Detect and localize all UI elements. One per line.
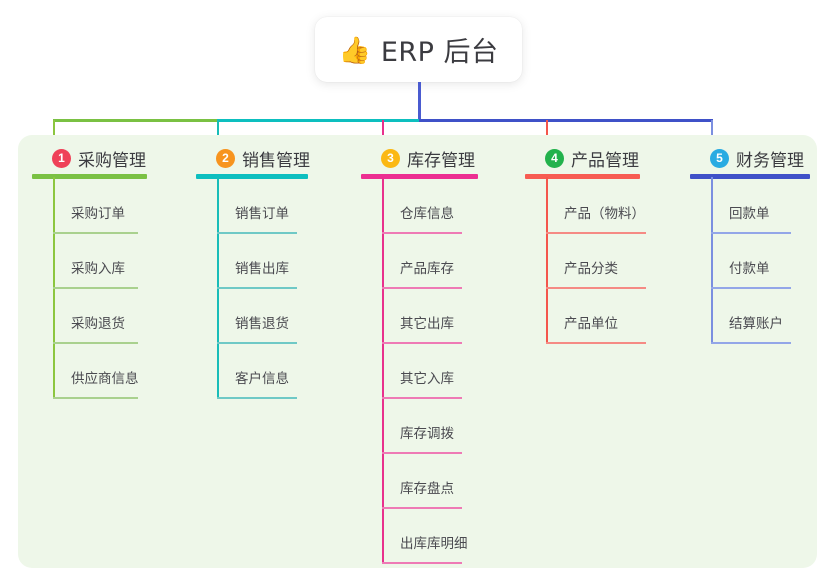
leaf-rule xyxy=(217,397,297,399)
leaf-label: 结算账户 xyxy=(729,316,783,332)
root-connector xyxy=(418,82,421,120)
column-2: 2 销售管理销售订单销售出库销售退货客户信息 xyxy=(196,146,310,399)
column-badge-3: 3 xyxy=(381,148,400,168)
column-spine-3 xyxy=(382,177,384,564)
column-header-2[interactable]: 2 销售管理 xyxy=(216,146,310,171)
column-4: 4 产品管理产品（物料） 产品分类产品单位 xyxy=(525,146,646,344)
column-spine-5 xyxy=(711,177,713,344)
column-5: 5 财务管理回款单付款单结算账户 xyxy=(690,146,810,344)
leaf-rule xyxy=(546,232,646,234)
leaf-label: 采购退货 xyxy=(71,316,125,332)
leaf-rule xyxy=(382,342,462,344)
leaf-label: 出库库明细 xyxy=(400,536,468,552)
column-badge-1: 1 xyxy=(52,148,71,168)
leaf-rule xyxy=(546,342,646,344)
leaf-label: 其它入库 xyxy=(400,371,454,387)
leaf-label: 采购入库 xyxy=(71,261,125,277)
leaf-rule xyxy=(382,232,462,234)
root-title: ERP 后台 xyxy=(380,37,499,68)
leaf-rule xyxy=(382,397,462,399)
leaf-rule xyxy=(53,342,138,344)
connector-segment-2 xyxy=(217,119,421,122)
column-title-3: 库存管理 xyxy=(407,150,475,171)
leaf-label: 产品（物料） xyxy=(564,206,645,222)
leaf-label: 产品单位 xyxy=(564,316,618,332)
column-header-4[interactable]: 4 产品管理 xyxy=(545,146,639,171)
column-title-2: 销售管理 xyxy=(242,150,310,171)
column-title-5: 财务管理 xyxy=(736,150,804,171)
column-spine-4 xyxy=(546,177,548,344)
column-badge-4: 4 xyxy=(545,148,564,168)
leaf-rule xyxy=(382,507,462,509)
column-header-3[interactable]: 3 库存管理 xyxy=(381,146,475,171)
leaf-rule xyxy=(711,287,791,289)
leaf-label: 付款单 xyxy=(729,261,770,277)
leaf-rule xyxy=(217,342,297,344)
column-rule-4 xyxy=(525,174,640,179)
leaf-label: 采购订单 xyxy=(71,206,125,222)
leaf-rule xyxy=(382,287,462,289)
leaf-label: 供应商信息 xyxy=(71,371,139,387)
leaf-rule xyxy=(217,232,297,234)
leaf-label: 销售订单 xyxy=(235,206,289,222)
leaf-label: 回款单 xyxy=(729,206,770,222)
leaf-rule xyxy=(711,342,791,344)
column-rule-3 xyxy=(361,174,478,179)
leaf-rule xyxy=(53,232,138,234)
column-rule-1 xyxy=(32,174,147,179)
column-rule-2 xyxy=(196,174,308,179)
column-rule-5 xyxy=(690,174,810,179)
leaf-rule xyxy=(53,287,138,289)
leaf-label: 库存盘点 xyxy=(400,481,454,497)
leaf-rule xyxy=(382,452,462,454)
leaf-rule xyxy=(217,287,297,289)
leaf-label: 产品库存 xyxy=(400,261,454,277)
leaf-label: 客户信息 xyxy=(235,371,289,387)
leaf-label: 产品分类 xyxy=(564,261,618,277)
thumbs-up-icon: 👍 xyxy=(338,34,371,65)
leaf-label: 销售出库 xyxy=(235,261,289,277)
column-header-1[interactable]: 1 采购管理 xyxy=(52,146,146,171)
leaf-rule xyxy=(382,562,462,564)
leaf-label: 销售退货 xyxy=(235,316,289,332)
connector-segment-3 xyxy=(419,119,713,122)
column-title-1: 采购管理 xyxy=(78,150,146,171)
column-badge-2: 2 xyxy=(216,148,235,168)
column-3: 3 库存管理仓库信息产品库存其它出库其它入库库存调拨库存盘点出库库明细 xyxy=(361,146,478,564)
leaf-rule xyxy=(711,232,791,234)
diagram-panel xyxy=(18,135,817,568)
leaf-label: 仓库信息 xyxy=(400,206,454,222)
leaf-rule xyxy=(546,287,646,289)
column-title-4: 产品管理 xyxy=(571,150,639,171)
column-badge-5: 5 xyxy=(710,148,729,168)
leaf-label: 其它出库 xyxy=(400,316,454,332)
leaf-label: 库存调拨 xyxy=(400,426,454,442)
column-1: 1 采购管理采购订单采购入库采购退货供应商信息 xyxy=(32,146,147,399)
root-node[interactable]: 👍 ERP 后台 xyxy=(315,17,522,82)
connector-segment-1 xyxy=(53,119,219,122)
leaf-rule xyxy=(53,397,138,399)
column-header-5[interactable]: 5 财务管理 xyxy=(710,146,804,171)
